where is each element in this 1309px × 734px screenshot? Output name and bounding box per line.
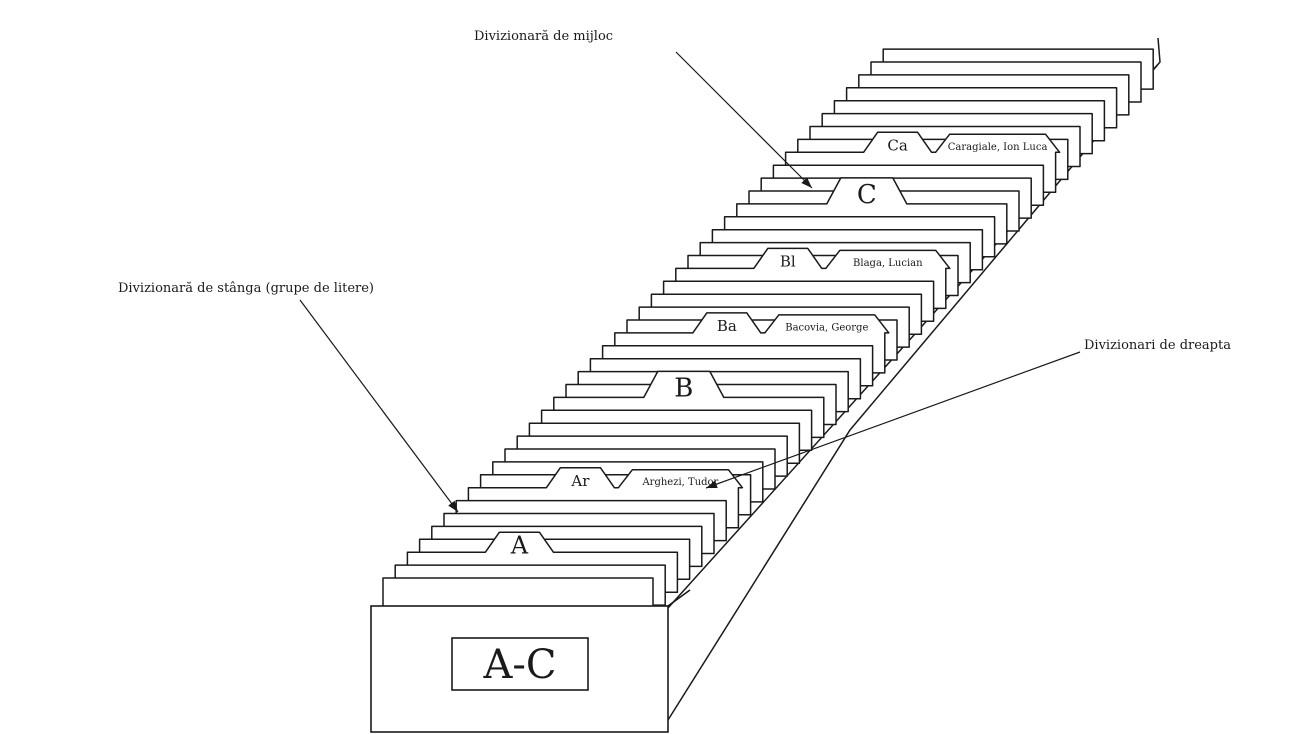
left-divider-callout: Divizionară de stânga (grupe de litere) <box>118 281 374 296</box>
drawer-box <box>667 37 1161 721</box>
leader-lines <box>299 51 1081 513</box>
drawer-front: A-C <box>370 589 691 733</box>
right-divider-callout: Divizionari de dreapta <box>1084 338 1231 353</box>
name-tab-label: Bacovia, George <box>785 322 868 333</box>
guide-tab-label: Ba <box>717 317 737 335</box>
guide-tab-label: Bl <box>780 253 796 271</box>
middle-divider-callout: Divizionară de mijloc <box>474 29 613 44</box>
guide-tab-label: B <box>674 374 693 404</box>
guide-tab-label: C <box>857 180 877 210</box>
middle-leader <box>675 51 813 189</box>
drawer-right-wall <box>667 37 1161 721</box>
guide-tab-label: Ar <box>570 472 590 490</box>
name-tab-label: Caragiale, Ion Luca <box>948 142 1048 153</box>
name-tab-label: Arghezi, Tudor <box>641 477 718 488</box>
right-leader-arrowhead <box>706 480 718 488</box>
right-leader <box>705 351 1081 489</box>
drawer-label-frame <box>451 637 589 691</box>
name-tab-label: Blaga, Lucian <box>853 258 923 269</box>
left-leader-arrowhead <box>448 500 458 512</box>
drawer-front-edge <box>667 589 691 607</box>
guide-tab-label: Ca <box>887 137 907 155</box>
left-leader <box>299 299 459 513</box>
middle-leader-arrowhead <box>801 177 812 188</box>
guide-tab-label: A <box>510 532 529 560</box>
drawer-label-text: A-C <box>482 642 556 688</box>
